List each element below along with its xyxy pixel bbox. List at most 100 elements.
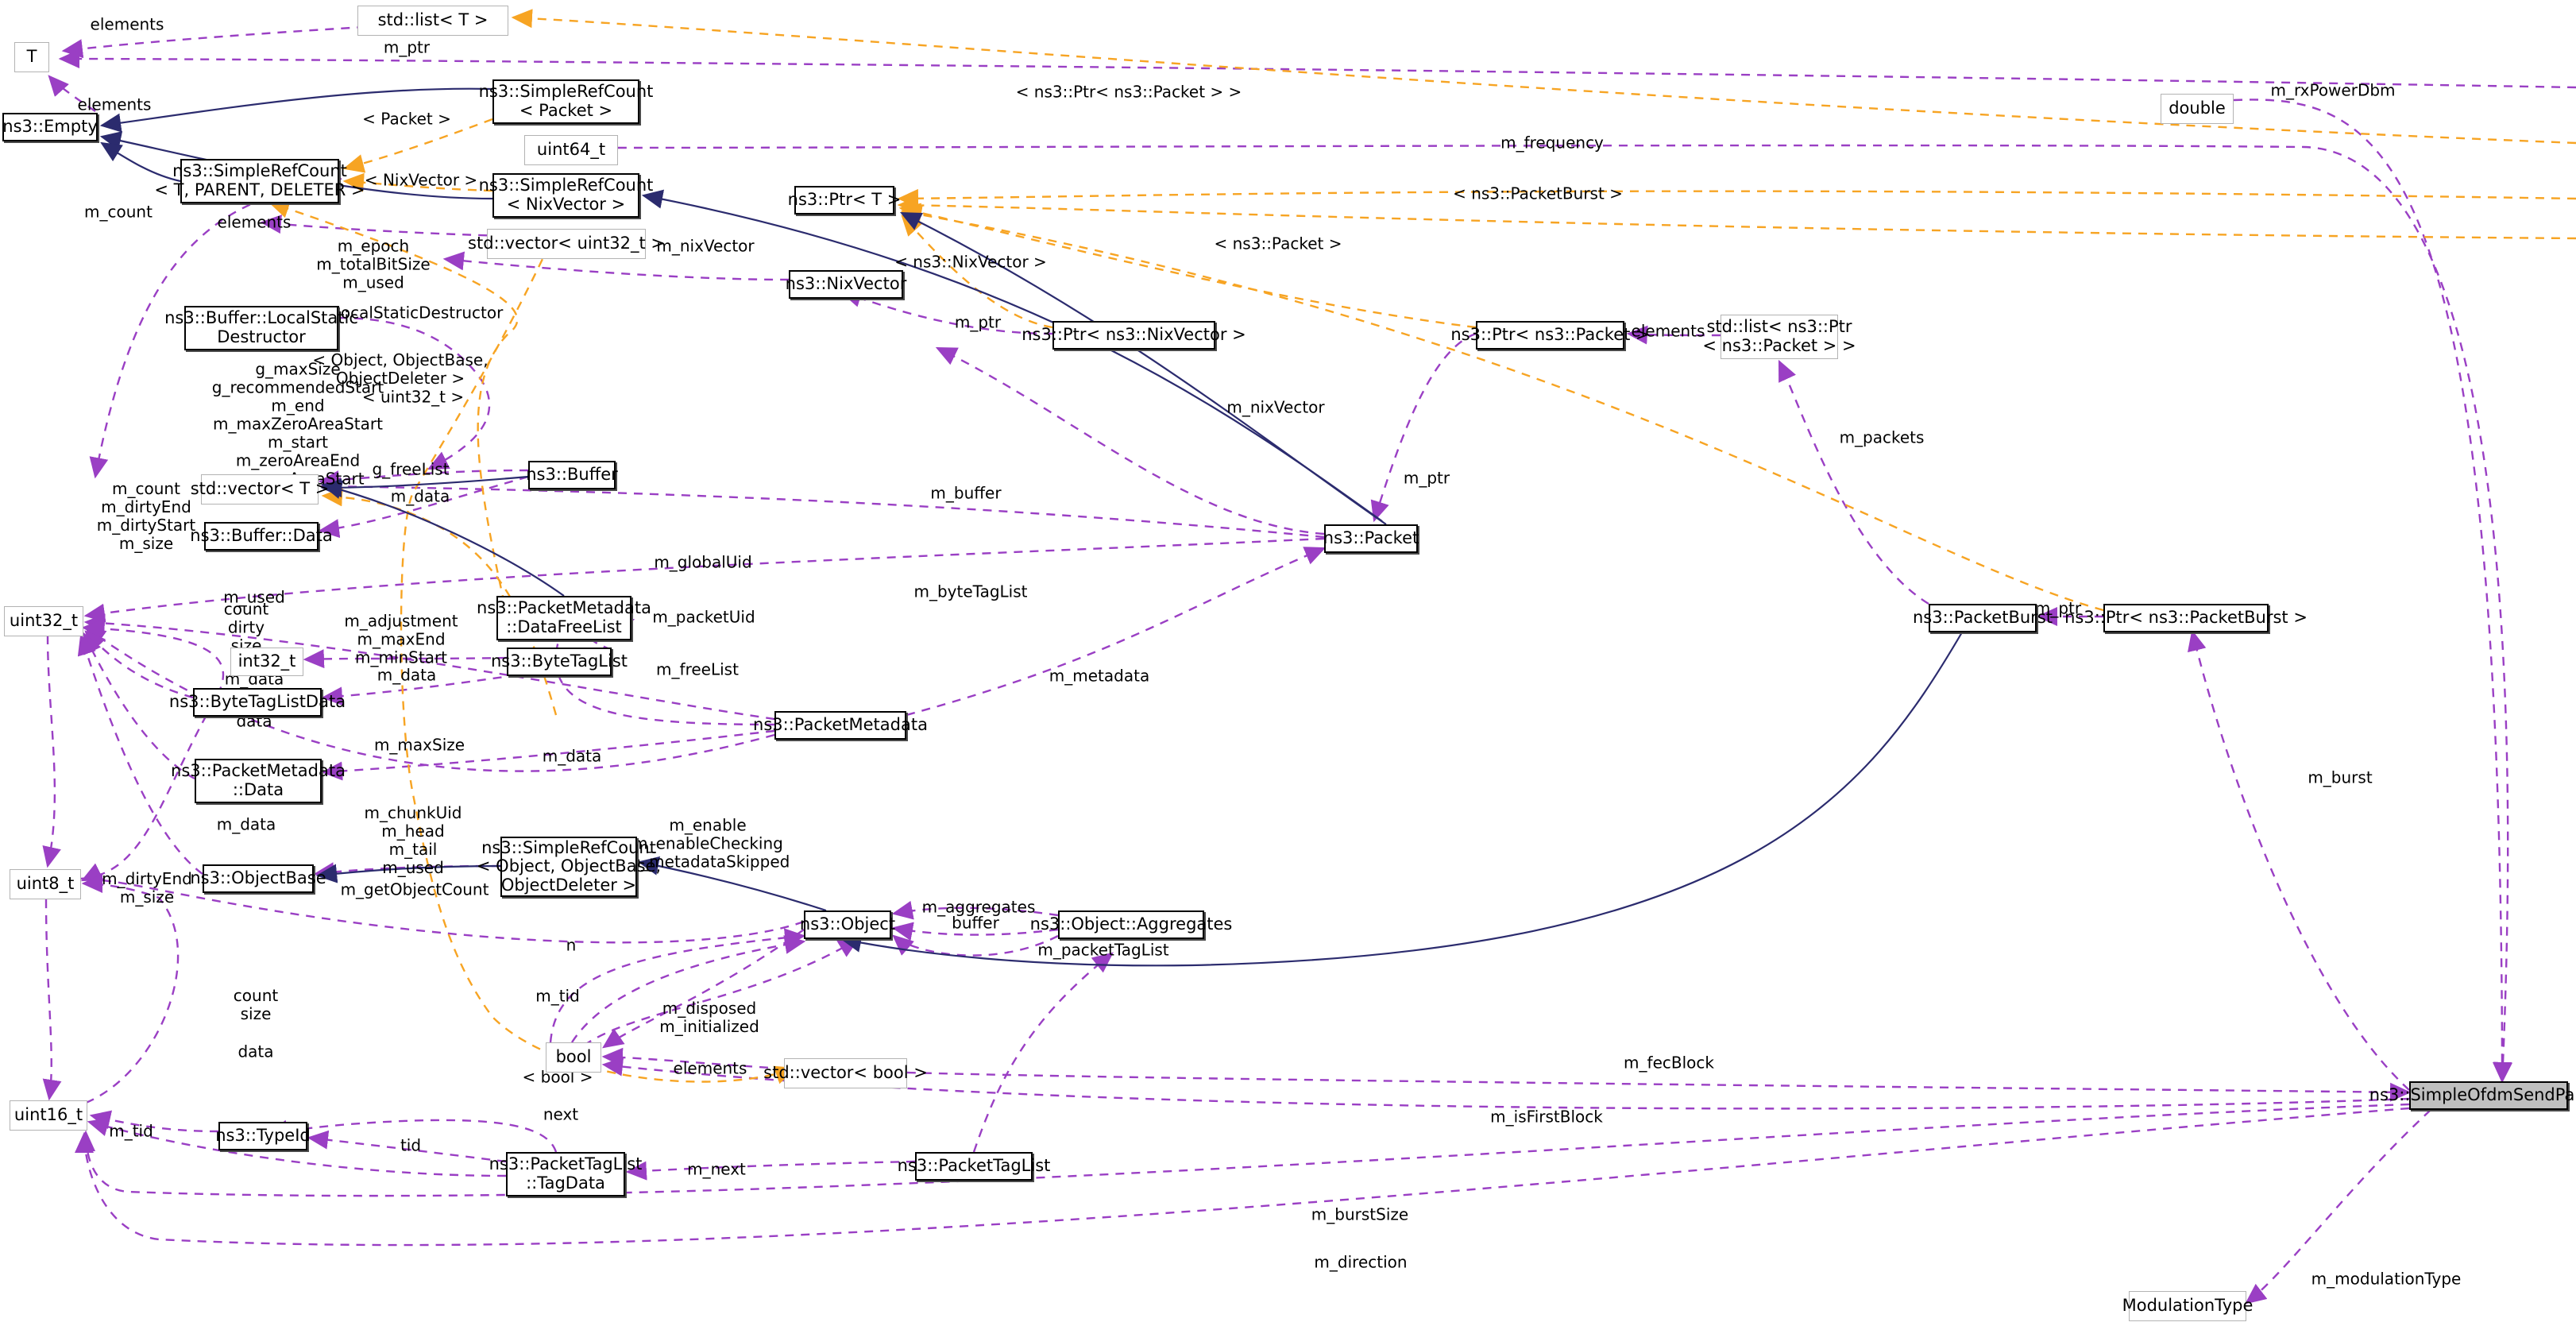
class-node-ptr-nixvector[interactable]: ns3::Ptr< ns3::NixVector >	[1022, 321, 1246, 350]
class-node-typeid[interactable]: ns3::TypeId	[215, 1122, 311, 1150]
edge-label: m_burst	[2308, 767, 2373, 787]
class-node-pm-dfl[interactable]: ns3::PacketMetadata ::DataFreeList	[477, 596, 651, 640]
edge-label: m_data	[377, 665, 437, 685]
edge-label: m_count	[84, 202, 153, 222]
class-node-buffer-data[interactable]: ns3::Buffer::Data	[190, 522, 333, 551]
class-node-bytetaglist[interactable]: ns3::ByteTagList	[491, 648, 628, 676]
edge-label: m_chunkUid m_head m_tail m_used	[364, 803, 462, 877]
class-node-src-obj[interactable]: ns3::SimpleRefCount < Object, ObjectBase…	[477, 837, 661, 897]
edge-label: next	[543, 1104, 579, 1124]
edge-label: m_burstSize	[1311, 1204, 1409, 1224]
class-node-int32[interactable]: int32_t	[230, 648, 303, 676]
class-node-ptr-packetburst[interactable]: ns3::Ptr< ns3::PacketBurst >	[2064, 604, 2308, 632]
edge-label: m_maxSize	[373, 735, 465, 755]
class-node-list-T[interactable]: std::list< T >	[357, 6, 508, 36]
class-node-empty[interactable]: ns3::Empty	[2, 113, 98, 141]
edge-label: m_getObjectCount	[340, 879, 489, 899]
edge-label: m_nixVector	[1226, 397, 1325, 417]
class-node-packetburst[interactable]: ns3::PacketBurst	[1913, 604, 2053, 632]
edge-label: m_ptr	[954, 312, 1002, 332]
class-node-src-packet[interactable]: ns3::SimpleRefCount < Packet >	[479, 79, 653, 124]
edge-label: m_modulationType	[2311, 1269, 2462, 1289]
edge-label: m_tid	[535, 986, 580, 1006]
class-node-vec-bool[interactable]: std::vector< bool >	[763, 1058, 928, 1088]
edge-label: n	[566, 935, 577, 955]
edge-label: elements	[90, 14, 164, 34]
edge-label: m_fecBlock	[1624, 1053, 1714, 1073]
edge-label: m_count m_dirtyEnd m_dirtyStart m_size	[96, 479, 196, 553]
edge-label: m_frequency	[1500, 133, 1604, 153]
class-node-packetmetadata[interactable]: ns3::PacketMetadata	[753, 711, 928, 740]
edge-label: m_freeList	[656, 659, 739, 679]
edge-label: m_globalUid	[654, 552, 752, 572]
edge-label: < ns3::Ptr< ns3::Packet > >	[1015, 82, 1242, 102]
class-node-packet[interactable]: ns3::Packet	[1323, 524, 1419, 553]
edge-label: m_data	[216, 814, 276, 834]
edge-label: g_localStaticDestructor	[318, 303, 504, 323]
edge-label: m_ptr	[1403, 468, 1450, 488]
edge-label: elements	[1631, 321, 1705, 341]
class-node-ptr-packet[interactable]: ns3::Ptr< ns3::Packet >	[1450, 321, 1650, 350]
edge-label: < ns3::NixVector >	[894, 252, 1047, 272]
class-node-T[interactable]: T	[14, 42, 49, 72]
edge-label: m_metadata	[1049, 666, 1150, 686]
edge-label: m_used	[223, 587, 285, 607]
class-node-uint64[interactable]: uint64_t	[524, 135, 618, 165]
edge-label: m_epoch m_totalBitSize m_used	[316, 236, 431, 292]
class-node-src-tpd[interactable]: ns3::SimpleRefCount < T, PARENT, DELETER…	[154, 159, 365, 203]
class-node-uint32[interactable]: uint32_t	[4, 606, 83, 636]
edge-label: elements	[217, 212, 292, 232]
class-node-obj-agg[interactable]: ns3::Object::Aggregates	[1030, 910, 1232, 939]
edge-label: count dirty size	[223, 599, 269, 655]
class-node-ptl-tagdata[interactable]: ns3::PacketTagList ::TagData	[489, 1152, 642, 1196]
edge-label: m_nixVector	[656, 236, 755, 256]
class-node-vec-u32[interactable]: std::vector< uint32_t >	[468, 229, 665, 259]
edge-label: m_adjustment m_maxEnd m_minStart	[344, 611, 458, 667]
edge-label: m_aggregates	[921, 897, 1036, 917]
class-node-focus[interactable]: ns3::SimpleOfdmSendParam	[2369, 1081, 2576, 1110]
edge-label: m_packetTagList	[1037, 940, 1169, 960]
edge-label: tid	[400, 1135, 422, 1155]
edge-label: m_dirtyEnd m_size	[102, 869, 192, 907]
class-node-btl-data[interactable]: ns3::ByteTagListData	[169, 688, 346, 717]
edge-label: < ns3::Packet >	[1214, 234, 1342, 253]
edge-label: m_next	[687, 1159, 746, 1179]
class-node-uint8[interactable]: uint8_t	[10, 869, 81, 899]
class-node-uint16[interactable]: uint16_t	[10, 1100, 87, 1131]
edge-label: g_maxSize g_recommendedStart m_end m_max…	[211, 359, 384, 488]
class-node-ptr-T[interactable]: ns3::Ptr< T >	[788, 186, 901, 215]
edge-label: < Packet >	[362, 109, 451, 129]
template-edges	[268, 9, 2576, 1084]
edge-label: m_packets	[1839, 427, 1925, 447]
edge-label: m_isFirstBlock	[1490, 1107, 1603, 1127]
class-node-src-nixvector[interactable]: ns3::SimpleRefCount < NixVector >	[479, 173, 653, 218]
edge-label: m_byteTagList	[913, 582, 1028, 601]
edge-label: < NixVector >	[364, 170, 478, 190]
class-node-vec-T[interactable]: std::vector< T >	[191, 474, 329, 504]
edge-label: m_tid	[109, 1121, 153, 1141]
edge-label: m_rxPowerDbm	[2270, 80, 2396, 100]
class-node-modulationtype[interactable]: ModulationType	[2122, 1291, 2253, 1321]
edge-label: data	[238, 1042, 274, 1061]
class-node-object[interactable]: ns3::Object	[800, 910, 895, 939]
edge-label: < Object, ObjectBase, ObjectDeleter >	[312, 350, 489, 388]
class-node-list-ptr-packet[interactable]: std::list< ns3::Ptr < ns3::Packet > >	[1702, 315, 1856, 359]
class-node-bool[interactable]: bool	[546, 1042, 601, 1073]
class-node-packettaglist[interactable]: ns3::PacketTagList	[898, 1152, 1050, 1181]
class-node-buffer[interactable]: ns3::Buffer	[526, 461, 618, 489]
class-node-buf-lsd[interactable]: ns3::Buffer::LocalStatic Destructor	[164, 306, 358, 350]
class-node-objectbase[interactable]: ns3::ObjectBase	[190, 864, 326, 893]
edge-label: m_data	[390, 486, 450, 506]
edge-label: < ns3::PacketBurst >	[1453, 184, 1623, 203]
class-node-double[interactable]: double	[2161, 94, 2234, 124]
edge-label: m_data	[542, 746, 602, 766]
edge-label: < uint32_t >	[361, 387, 465, 407]
edge-label: m_disposed m_initialized	[659, 999, 759, 1036]
class-node-nixvector[interactable]: ns3::NixVector	[786, 270, 906, 299]
class-node-pm-data[interactable]: ns3::PacketMetadata ::Data	[171, 759, 346, 803]
edge-label: m_buffer	[930, 483, 1002, 503]
edge-label: m_enable m_enableChecking m_metadataSkip…	[625, 815, 790, 872]
edge-label: g_freeList	[372, 459, 450, 479]
